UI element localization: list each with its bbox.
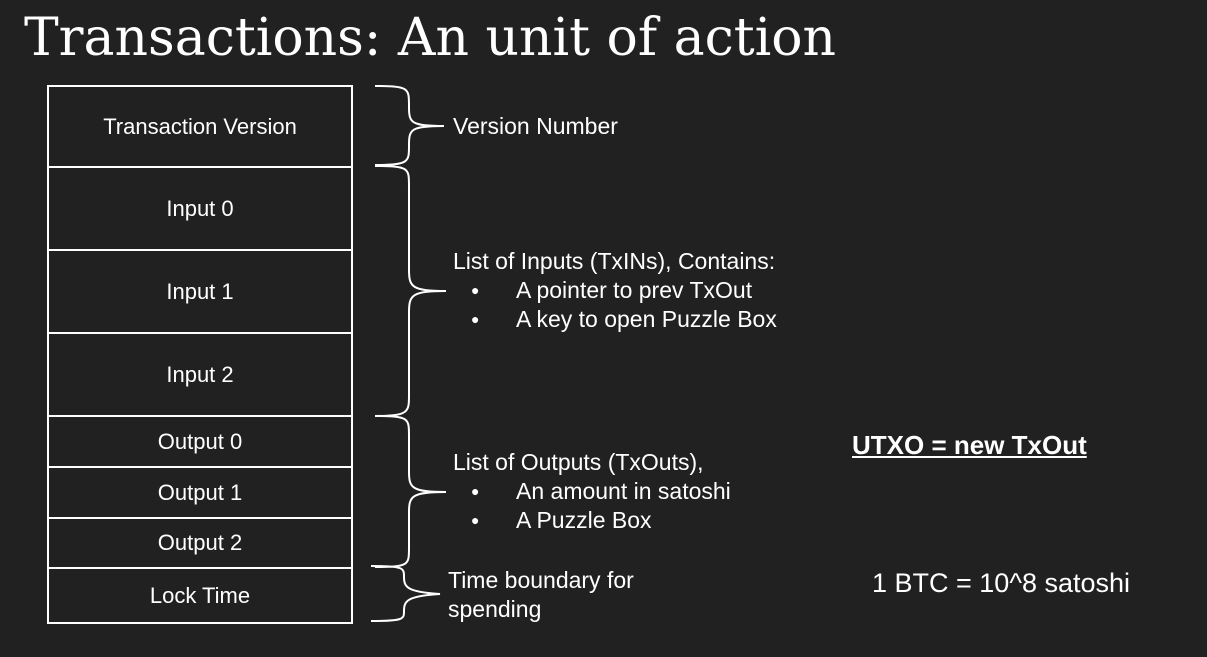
slide-title: Transactions: An unit of action (24, 8, 837, 68)
row-input-1: Input 1 (49, 251, 351, 334)
row-lock-time: Lock Time (149, 582, 251, 608)
row-input-2: Input 2 (49, 334, 351, 417)
inputs-item: A pointer to prev TxOut (453, 276, 777, 305)
brace-inputs (374, 165, 447, 417)
row-transaction-version: Transaction Version (49, 87, 351, 168)
label-inputs: List of Inputs (TxINs), Contains: A poin… (453, 247, 777, 334)
label-version-number: Version Number (453, 113, 618, 139)
brace-outputs (374, 415, 447, 568)
inputs-heading: List of Inputs (TxINs), Contains: (453, 248, 776, 274)
utxo-note: UTXO = new TxOut (852, 430, 1087, 460)
inputs-list: A pointer to prev TxOut A key to open Pu… (453, 276, 777, 334)
row-input-0: Input 0 (49, 168, 351, 251)
locktime-line-1: Time boundary for (448, 567, 634, 593)
outputs-heading: List of Outputs (TxOuts), (453, 449, 704, 475)
transaction-structure-table: Transaction Version Input 0 Input 1 Inpu… (47, 85, 353, 624)
outputs-list: An amount in satoshi A Puzzle Box (453, 477, 731, 535)
row-output-2: Output 2 (49, 519, 351, 569)
outputs-item: A Puzzle Box (453, 506, 731, 535)
outputs-item: An amount in satoshi (453, 477, 731, 506)
label-outputs: List of Outputs (TxOuts), An amount in s… (453, 448, 731, 535)
row-output-0: Output 0 (49, 417, 351, 468)
locktime-line-2: spending (448, 596, 542, 622)
label-lock-time: Time boundary for spending (448, 566, 634, 624)
inputs-item: A key to open Puzzle Box (453, 305, 777, 334)
brace-locktime (370, 565, 441, 622)
btc-satoshi-note: 1 BTC = 10^8 satoshi (872, 568, 1131, 598)
brace-version (374, 85, 445, 166)
row-output-1: Output 1 (49, 468, 351, 519)
